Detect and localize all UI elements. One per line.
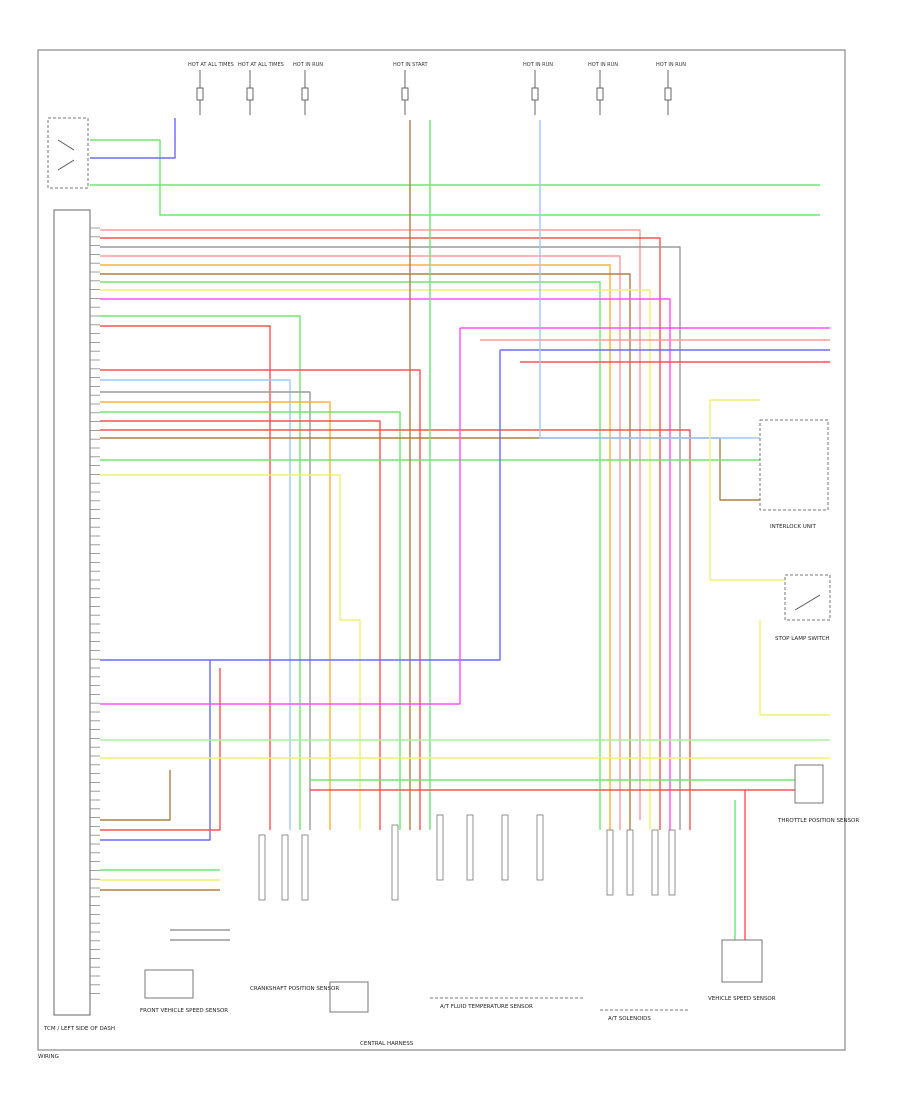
top-left-switch-box <box>47 117 89 189</box>
tcm-module-caption: TCM / LEFT SIDE OF DASH <box>43 1026 115 1032</box>
wire-blue-top <box>90 118 176 159</box>
throttle-position-sensor-caption: THROTTLE POSITION SENSOR <box>777 818 859 824</box>
connector-bundle <box>281 834 289 901</box>
fluid-temp-caption: A/T FLUID TEMPERATURE SENSOR <box>440 1004 533 1010</box>
switch-contact <box>57 159 75 171</box>
wire-red-5 <box>100 429 691 830</box>
crank-sensor-box <box>329 981 369 1013</box>
wire-red-left <box>100 668 221 831</box>
fuse-icon <box>246 87 254 101</box>
fuse-label: HOT IN RUN <box>588 62 618 68</box>
connector-bundle <box>301 834 309 901</box>
fuse-icon <box>664 87 672 101</box>
fuse-label: HOT AT ALL TIMES <box>188 62 234 68</box>
connector-bundle <box>436 814 444 881</box>
connector-bundle <box>606 829 614 896</box>
switch-contact <box>57 139 75 151</box>
connector-bundle <box>466 814 474 881</box>
fuse-icon <box>596 87 604 101</box>
wire-red-1 <box>100 237 661 830</box>
wire-lightblue <box>100 379 291 830</box>
front-vss-caption: FRONT VEHICLE SPEED SENSOR <box>140 1008 228 1014</box>
fuse-label: HOT IN RUN <box>293 62 323 68</box>
fuse-icon <box>401 87 409 101</box>
wire-green-top <box>90 139 820 216</box>
solenoid-caption: A/T SOLENOIDS <box>608 1016 651 1022</box>
wire-yellow <box>100 289 651 830</box>
crank-sensor-caption: CRANKSHAFT POSITION SENSOR <box>250 986 339 992</box>
wire-blue-mid <box>100 350 501 661</box>
wire-gray-2 <box>100 391 311 830</box>
connector-bundle <box>258 834 266 901</box>
connector-bundle <box>651 829 659 896</box>
fuse-icon <box>531 87 539 101</box>
wire-brown <box>100 273 631 830</box>
wire-magenta <box>100 298 671 830</box>
tcm-module-box <box>53 209 91 1016</box>
front-vss-box <box>144 969 194 999</box>
connector-bundle <box>501 814 509 881</box>
wire-red-2 <box>100 325 271 830</box>
connector-bundle <box>536 814 544 881</box>
wire-yellow-stop <box>709 400 785 581</box>
wire-green-4 <box>100 411 401 830</box>
bottom-components: FRONT VEHICLE SPEED SENSOR CRANKSHAFT PO… <box>38 939 776 1060</box>
right-components: INTERLOCK UNIT STOP LAMP SWITCH THROTTLE… <box>759 419 859 824</box>
stop-lamp-switch-contact <box>794 594 821 611</box>
connector-bundle <box>668 829 676 896</box>
footer-label: WIRING <box>38 1054 59 1060</box>
connector-bundle <box>626 829 634 896</box>
fuse-icon <box>196 87 204 101</box>
fuse-row: HOT AT ALL TIMES HOT AT ALL TIMES HOT IN R… <box>188 62 686 115</box>
wire-layer <box>90 118 830 941</box>
wire-red-4 <box>100 420 381 830</box>
wire-orange <box>100 264 611 830</box>
fuse-icon <box>301 87 309 101</box>
stop-lamp-switch-box <box>784 574 831 621</box>
vss-box <box>721 939 763 983</box>
wire-pink-2 <box>100 255 621 830</box>
wire-yellow-stop-2 <box>759 620 830 716</box>
wire-brown-left <box>100 770 171 821</box>
tcm-module: TCM / LEFT SIDE OF DASH <box>43 209 115 1032</box>
connector-bundle <box>391 824 399 901</box>
interlock-unit-box <box>759 419 829 511</box>
fuse-label: HOT AT ALL TIMES <box>238 62 284 68</box>
throttle-position-sensor-box <box>794 764 824 804</box>
wire-magenta-mid <box>100 328 461 705</box>
fuse-label: HOT IN START <box>393 62 429 68</box>
stop-lamp-switch-caption: STOP LAMP SWITCH <box>775 636 830 642</box>
central-harness-caption: CENTRAL HARNESS <box>360 1041 414 1047</box>
fuse-label: HOT IN RUN <box>656 62 686 68</box>
diagram-frame <box>37 49 846 1051</box>
wire-red-3 <box>100 369 421 830</box>
wire-lightblue-2 <box>539 120 760 439</box>
wire-pink <box>100 229 641 820</box>
wire-orange-2 <box>100 401 331 830</box>
wire-green-3 <box>100 315 301 830</box>
wire-green-2 <box>100 281 601 830</box>
top-left-switch <box>47 117 89 189</box>
tcm-pin-column <box>90 227 100 994</box>
wire-gray <box>100 246 681 830</box>
fuse-label: HOT IN RUN <box>523 62 553 68</box>
wire-yellow-2 <box>100 474 361 830</box>
wire-blue-left <box>100 660 211 841</box>
interlock-unit-caption: INTERLOCK UNIT <box>770 524 817 530</box>
vss-caption: VEHICLE SPEED SENSOR <box>708 996 776 1002</box>
